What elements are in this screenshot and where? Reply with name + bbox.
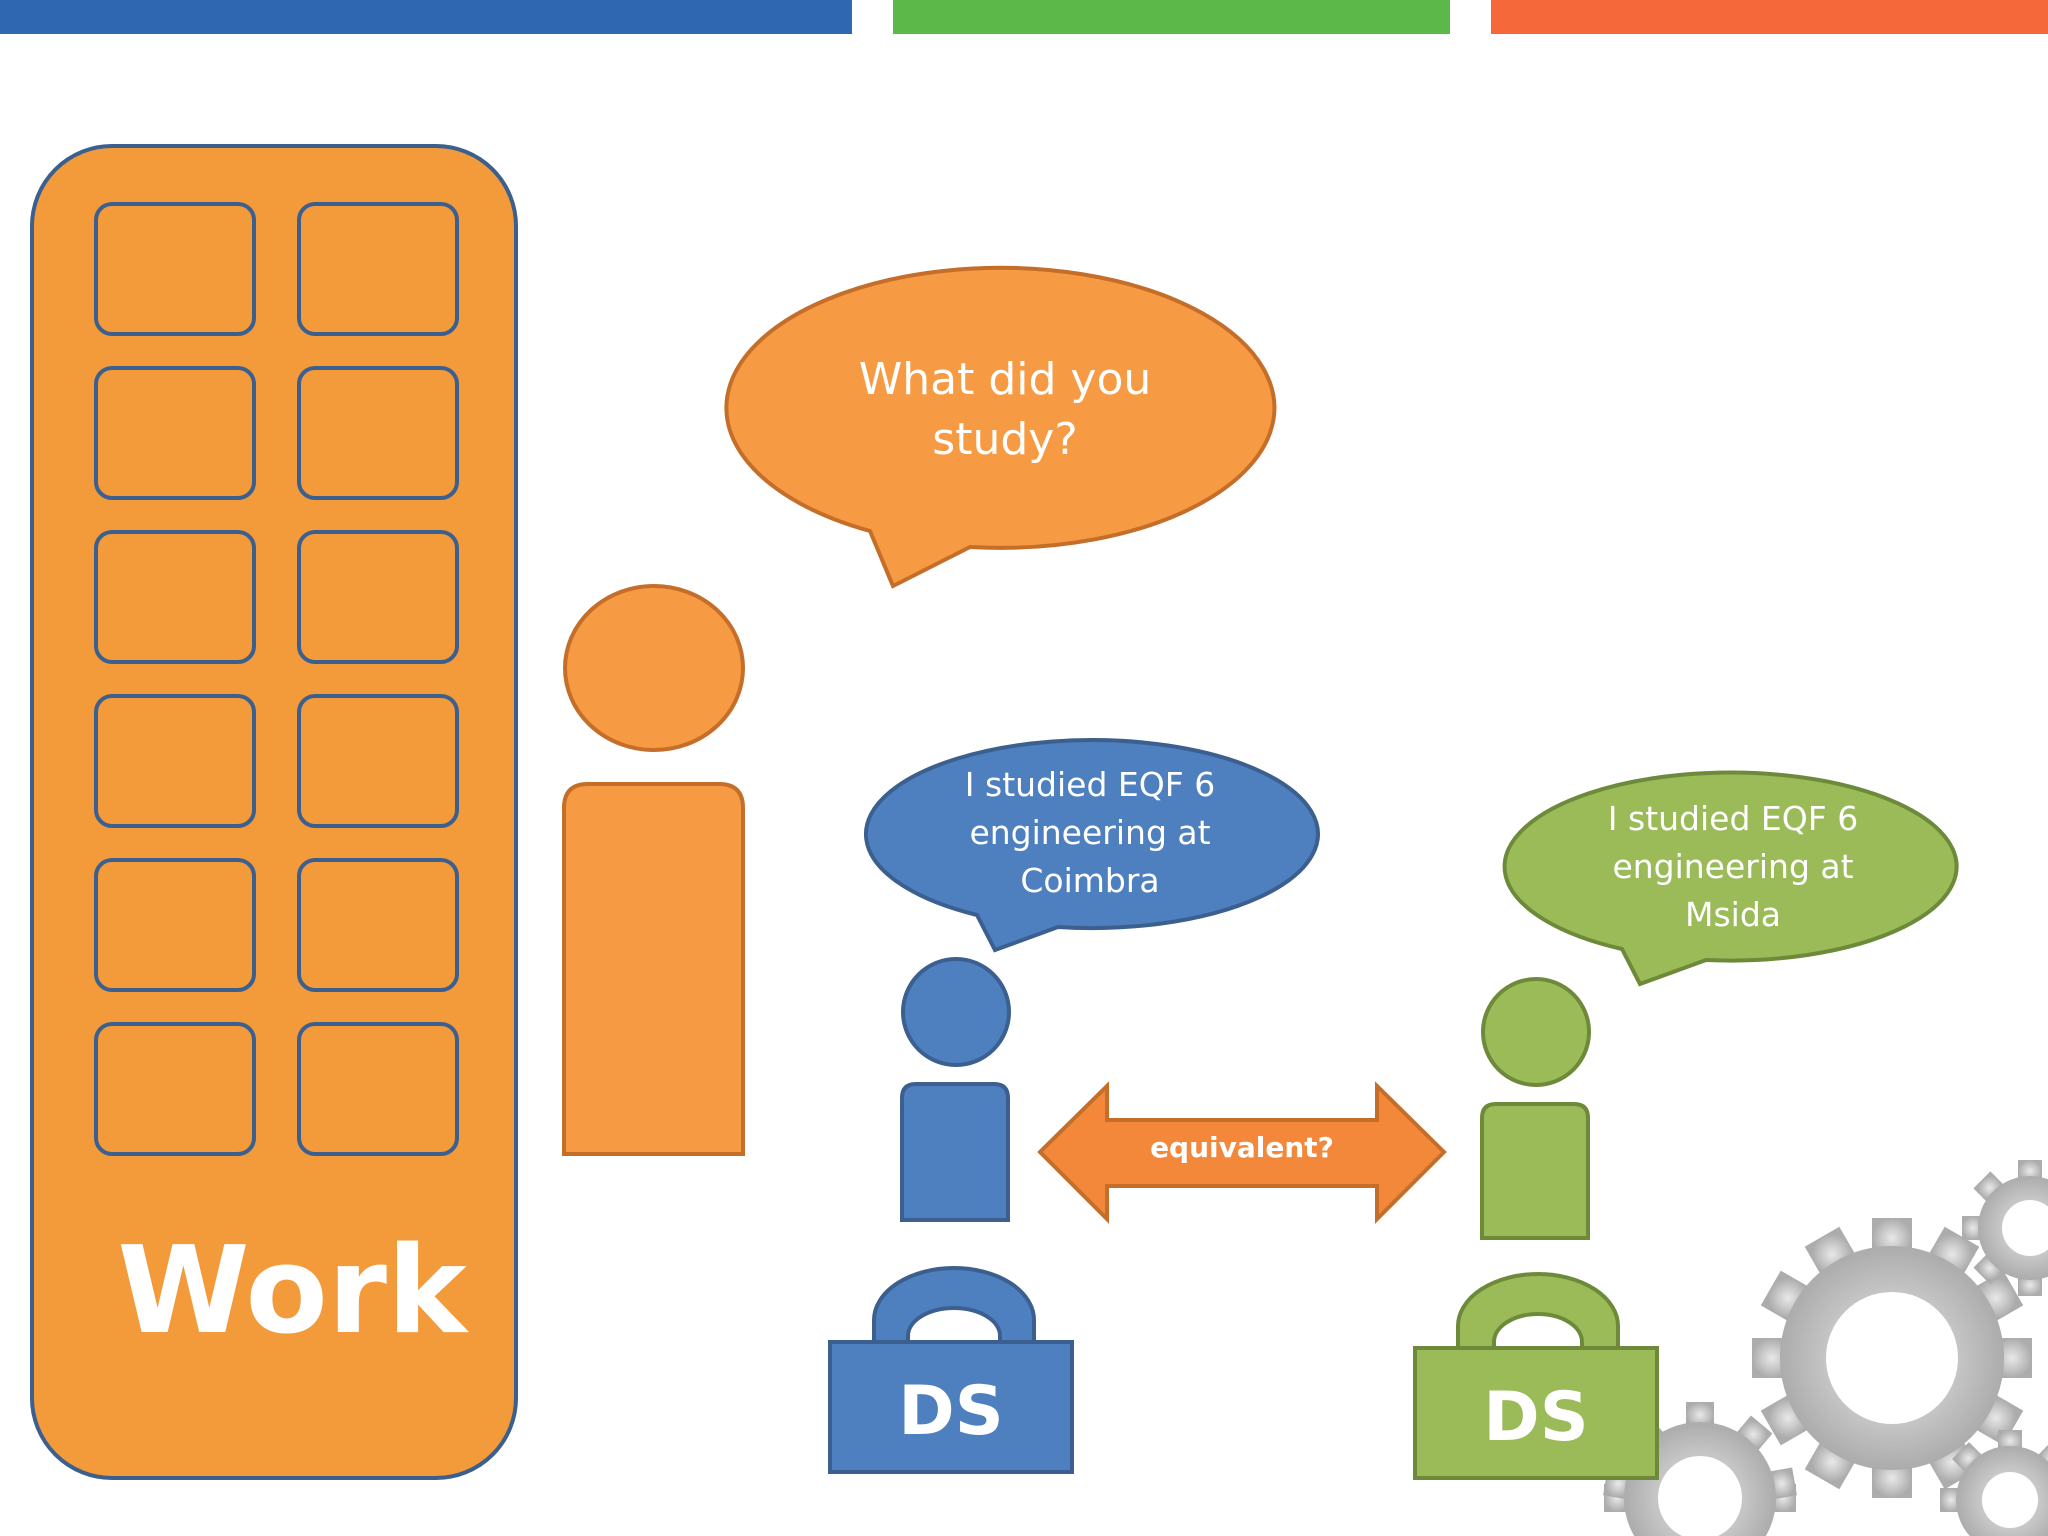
blue-person-figure bbox=[900, 957, 1011, 1222]
work-slot bbox=[297, 858, 459, 992]
top-bar-green bbox=[893, 0, 1450, 34]
blue-ds-lock bbox=[828, 1266, 1074, 1474]
blue-ds-badge: DS bbox=[898, 1372, 1004, 1451]
green-answer-text: I studied EQF 6 engineering at Msida bbox=[1607, 799, 1859, 934]
green-person-head bbox=[1481, 977, 1591, 1087]
work-slot bbox=[297, 694, 459, 828]
work-panel bbox=[30, 144, 518, 1480]
work-slot bbox=[297, 202, 459, 336]
work-slot bbox=[94, 858, 256, 992]
green-speech-bubble bbox=[1502, 770, 1959, 987]
gear-icon bbox=[1962, 1160, 2048, 1296]
work-slot bbox=[94, 694, 256, 828]
gear-icon bbox=[1752, 1218, 2032, 1498]
work-slot bbox=[297, 366, 459, 500]
gear-icon bbox=[1603, 1402, 1797, 1536]
green-lock-shackle bbox=[1456, 1272, 1620, 1350]
blue-lock-body bbox=[828, 1340, 1074, 1474]
green-person-body bbox=[1480, 1102, 1590, 1240]
green-ds-badge: DS bbox=[1483, 1378, 1589, 1457]
equivalent-label: equivalent? bbox=[1150, 1131, 1334, 1164]
employer-body bbox=[562, 782, 745, 1156]
work-slots bbox=[94, 202, 459, 1156]
blue-person-body bbox=[900, 1082, 1010, 1222]
gear-icon bbox=[1940, 1430, 2048, 1536]
top-bar-orange bbox=[1491, 0, 2048, 34]
employer-figure bbox=[562, 584, 745, 1156]
gears-decoration bbox=[1603, 1160, 2048, 1536]
blue-person-head bbox=[901, 957, 1011, 1067]
blue-answer-text: I studied EQF 6 engineering at Coimbra bbox=[964, 765, 1216, 900]
green-lock-body bbox=[1413, 1346, 1659, 1480]
employer-question-text: What did you study? bbox=[858, 354, 1152, 465]
top-bar-blue bbox=[0, 0, 852, 34]
blue-speech-bubble bbox=[863, 738, 1320, 953]
work-slot bbox=[297, 1022, 459, 1156]
work-slot bbox=[297, 530, 459, 664]
employer-head bbox=[563, 584, 745, 752]
work-slot bbox=[94, 530, 256, 664]
work-slot bbox=[94, 1022, 256, 1156]
employer-speech-bubble bbox=[724, 265, 1277, 589]
equivalence-double-arrow bbox=[1037, 1081, 1447, 1224]
green-ds-lock bbox=[1413, 1272, 1659, 1480]
blue-lock-shackle bbox=[872, 1266, 1036, 1344]
work-label: Work bbox=[117, 1222, 467, 1361]
green-person-figure bbox=[1480, 977, 1591, 1240]
work-slot bbox=[94, 202, 256, 336]
work-slot bbox=[94, 366, 256, 500]
